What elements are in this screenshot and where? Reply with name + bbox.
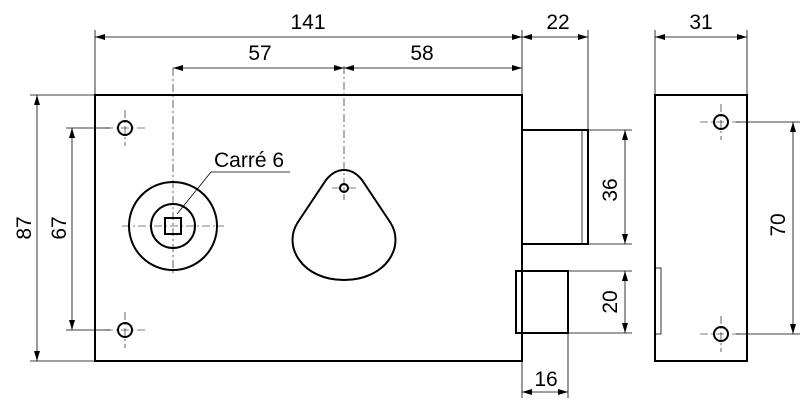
spindle-label: Carré 6 — [214, 149, 284, 172]
mounting-hole-bottom — [105, 312, 145, 348]
dim-latch-width: 16 — [534, 368, 557, 391]
latch-bolt — [515, 270, 569, 334]
dim-overall-height: 87 — [13, 216, 36, 239]
dim-side-width: 31 — [689, 11, 712, 34]
dim-hole-spacing: 67 — [48, 216, 71, 239]
deadbolt — [521, 129, 589, 245]
lock-side-view — [654, 94, 748, 362]
keyhole — [291, 66, 397, 282]
lock-case-body — [94, 94, 523, 362]
dim-left-to-center: 57 — [248, 42, 271, 65]
side-hole-bottom — [700, 316, 742, 352]
dim-center-to-right: 58 — [410, 42, 433, 65]
dimension-lines: 141 22 57 58 87 67 36 — [13, 11, 800, 398]
side-view-body — [654, 94, 748, 362]
dim-overall-width: 141 — [290, 11, 325, 34]
dim-bolt-width: 22 — [546, 11, 569, 34]
spindle-callout: Carré 6 — [176, 149, 290, 215]
dim-side-hole-spacing: 70 — [767, 213, 790, 236]
spindle-follower — [122, 68, 224, 276]
dim-bolt-height: 36 — [599, 178, 622, 201]
lock-case-front-view: Carré 6 — [94, 66, 589, 362]
dim-latch-height: 20 — [599, 290, 622, 313]
side-hole-top — [700, 104, 742, 140]
mounting-hole-top — [105, 110, 145, 146]
